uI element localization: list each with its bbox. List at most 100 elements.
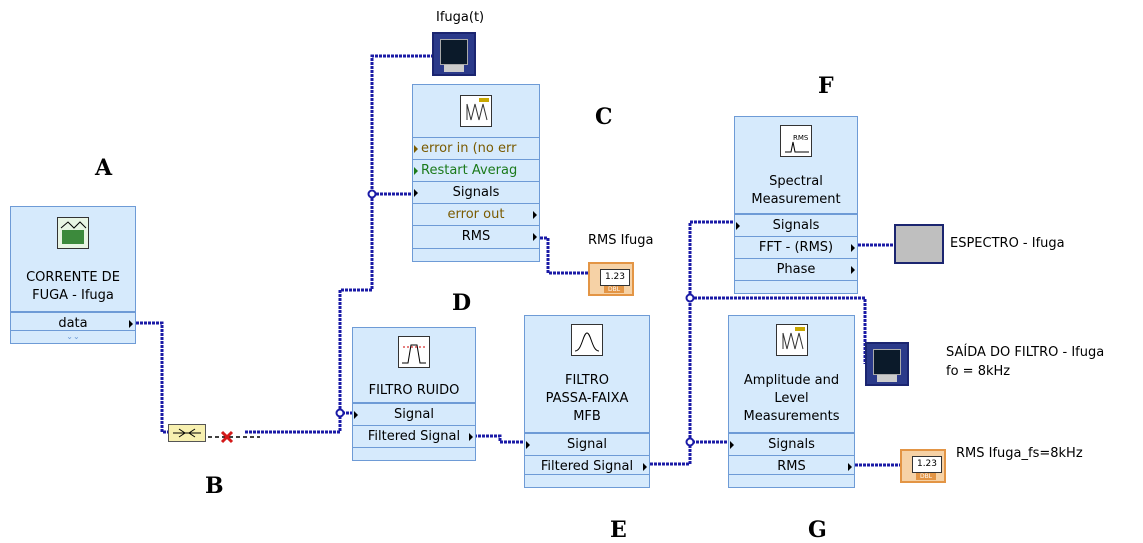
wire-trunk-up: [338, 54, 432, 413]
averaging-icon: [460, 95, 492, 127]
avg-restart-label: Restart Averag: [421, 163, 518, 178]
wire-mfb-out: [650, 440, 728, 466]
avg-error-out[interactable]: error out: [413, 203, 539, 225]
daq-head: CORRENTE DE FUGA - Ifuga: [11, 207, 135, 312]
wire-junction: [367, 189, 377, 199]
rms-out-label: RMS Ifuga_fs=8kHz: [956, 446, 1083, 461]
amplitude-level-icon: [775, 324, 808, 356]
daq-title-2: FUGA - Ifuga: [32, 288, 114, 303]
wire-bundle-to-ruido: [245, 411, 352, 434]
daq-title-1: CORRENTE DE: [26, 270, 120, 285]
wire-daq-to-bundle: [136, 321, 168, 434]
rms-top-label: RMS Ifuga: [588, 233, 654, 248]
wire-avg-rms: [540, 236, 588, 275]
expand-icon[interactable]: [525, 474, 649, 487]
spectral-node[interactable]: RMS Spectral Measurement Signals FFT - (…: [734, 116, 858, 294]
avg-error-out-label: error out: [447, 207, 505, 222]
mfb-signal-label: Signal: [567, 437, 607, 452]
daq-card-icon: [57, 217, 89, 249]
spectral-head: RMS Spectral Measurement: [735, 117, 857, 214]
amp-signals-label: Signals: [768, 437, 815, 452]
spectral-phase-out[interactable]: Phase: [735, 258, 857, 280]
avg-error-in[interactable]: error in (no err: [413, 137, 539, 159]
graph-out-label-1: SAÍDA DO FILTRO - Ifuga: [946, 345, 1105, 360]
spectral-title-2: Measurement: [751, 192, 841, 207]
mfb-filtered-label: Filtered Signal: [540, 459, 634, 474]
expand-icon[interactable]: [353, 447, 475, 460]
ruido-filtered-out[interactable]: Filtered Signal: [353, 425, 475, 447]
averaging-node[interactable]: error in (no err Restart Averag Signals …: [412, 84, 540, 262]
mfb-title-1: FILTRO: [565, 373, 609, 388]
amp-rms-label: RMS: [777, 459, 806, 474]
label-g: G: [808, 517, 827, 543]
dbl-tag: DBL: [604, 286, 624, 293]
amp-title-2: Level: [774, 391, 809, 406]
label-c: C: [595, 104, 613, 130]
amp-title-1: Amplitude and: [743, 373, 840, 388]
graph-top-label: Ifuga(t): [436, 10, 485, 25]
spectrum-graph-icon[interactable]: [894, 224, 944, 264]
spectral-title-1: Spectral: [769, 174, 823, 189]
bandpass-filter-icon: [398, 336, 430, 368]
expand-icon[interactable]: [729, 474, 854, 487]
wire-junction: [685, 437, 695, 447]
daq-data-label: data: [58, 316, 88, 331]
spectral-phase-label: Phase: [776, 262, 816, 277]
expand-icon[interactable]: [413, 248, 539, 261]
filtro-mfb-node[interactable]: FILTRO PASSA-FAIXA MFB Signal Filtered S…: [524, 315, 650, 488]
mfb-filtered-out[interactable]: Filtered Signal: [525, 455, 649, 477]
daq-data-terminal[interactable]: data: [11, 312, 135, 334]
rms-top-value: 1.23: [600, 269, 630, 286]
avg-signals-label: Signals: [452, 185, 500, 200]
ruido-title: FILTRO RUIDO: [368, 383, 460, 398]
spectral-signals-in[interactable]: Signals: [735, 214, 857, 236]
bundle-icon: [173, 428, 201, 438]
avg-error-in-label: error in (no err: [421, 141, 517, 156]
bandpass-filter-icon: [571, 324, 603, 356]
amp-rms-out[interactable]: RMS: [729, 455, 854, 477]
wire-ruido-to-mfb: [474, 434, 524, 444]
avg-restart[interactable]: Restart Averag: [413, 159, 539, 181]
broken-wire-icon: [208, 430, 260, 444]
dbl-tag: DBL: [916, 473, 936, 480]
avg-rms-out[interactable]: RMS: [413, 225, 539, 247]
amplitude-node[interactable]: Amplitude and Level Measurements Signals…: [728, 315, 855, 488]
svg-text:RMS: RMS: [793, 134, 809, 142]
rms-spectrum-icon: RMS: [780, 125, 812, 157]
ruido-signal-label: Signal: [394, 407, 434, 422]
mfb-head: FILTRO PASSA-FAIXA MFB: [525, 316, 649, 433]
amp-head: Amplitude and Level Measurements: [729, 316, 854, 433]
daq-assistant-node[interactable]: CORRENTE DE FUGA - Ifuga data ⌄⌄: [10, 206, 136, 344]
spectral-fft-label: FFT - (RMS): [758, 240, 834, 255]
avg-rms-label: RMS: [461, 229, 491, 244]
avg-signals-in[interactable]: Signals: [413, 181, 539, 203]
amp-title-3: Measurements: [743, 409, 840, 424]
graph-out-label-2: fo = 8kHz: [946, 364, 1011, 379]
expand-icon[interactable]: ⌄⌄: [11, 330, 135, 343]
output-pin-icon: [129, 320, 133, 328]
spectral-fft-out[interactable]: FFT - (RMS): [735, 236, 857, 258]
ruido-filtered-label: Filtered Signal: [367, 429, 461, 444]
ruido-head: FILTRO RUIDO: [353, 328, 475, 403]
amp-signals-in[interactable]: Signals: [729, 433, 854, 455]
wire-junction: [335, 408, 345, 418]
label-b: B: [205, 473, 224, 499]
avg-head: [413, 85, 539, 138]
expand-icon[interactable]: [735, 280, 857, 293]
rms-out-value: 1.23: [912, 456, 942, 473]
label-f: F: [818, 73, 834, 99]
spectral-signals-label: Signals: [772, 218, 820, 233]
waveform-graph-icon[interactable]: [865, 342, 909, 386]
wire-to-spectral: [688, 220, 734, 442]
waveform-graph-icon[interactable]: [432, 32, 476, 76]
bundle-node[interactable]: [168, 424, 206, 442]
espectro-label: ESPECTRO - Ifuga: [950, 236, 1065, 251]
filtro-ruido-node[interactable]: FILTRO RUIDO Signal Filtered Signal: [352, 327, 476, 461]
label-d: D: [452, 290, 472, 316]
mfb-signal-in[interactable]: Signal: [525, 433, 649, 455]
label-e: E: [610, 517, 627, 543]
ruido-signal-in[interactable]: Signal: [353, 403, 475, 425]
wire-junction: [685, 293, 695, 303]
